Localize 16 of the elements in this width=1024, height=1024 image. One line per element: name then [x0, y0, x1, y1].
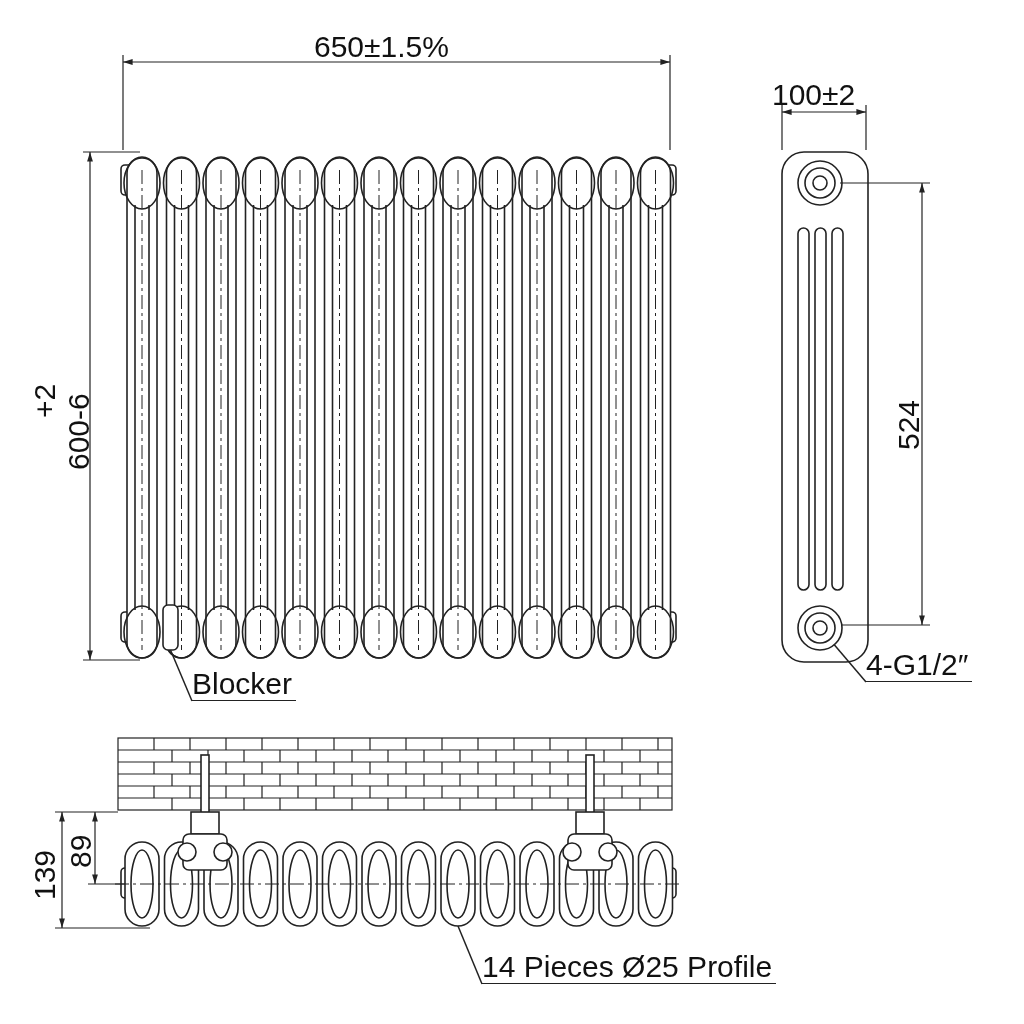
- leader-line: [833, 644, 867, 683]
- leader-line: [169, 649, 193, 702]
- dimension-value: 139: [28, 849, 61, 900]
- dimension-value: 89: [64, 834, 97, 868]
- dimension-value: +2: [28, 383, 61, 418]
- leader-label: 4-G1/2″: [866, 648, 973, 682]
- leader-line: [457, 925, 483, 985]
- tube-profile: [440, 841, 476, 927]
- dimension-value: 100±2: [772, 78, 856, 111]
- leader-label: 14 Pieces Ø25 Profile: [482, 950, 777, 984]
- dimension-value: 600-6: [62, 393, 95, 470]
- dimension-value: 524: [892, 399, 925, 450]
- port-circle: [797, 605, 843, 651]
- blocker-part: [162, 604, 179, 651]
- dimension-value: 650±1.5%: [314, 30, 449, 63]
- leader-label: Blocker: [192, 667, 297, 701]
